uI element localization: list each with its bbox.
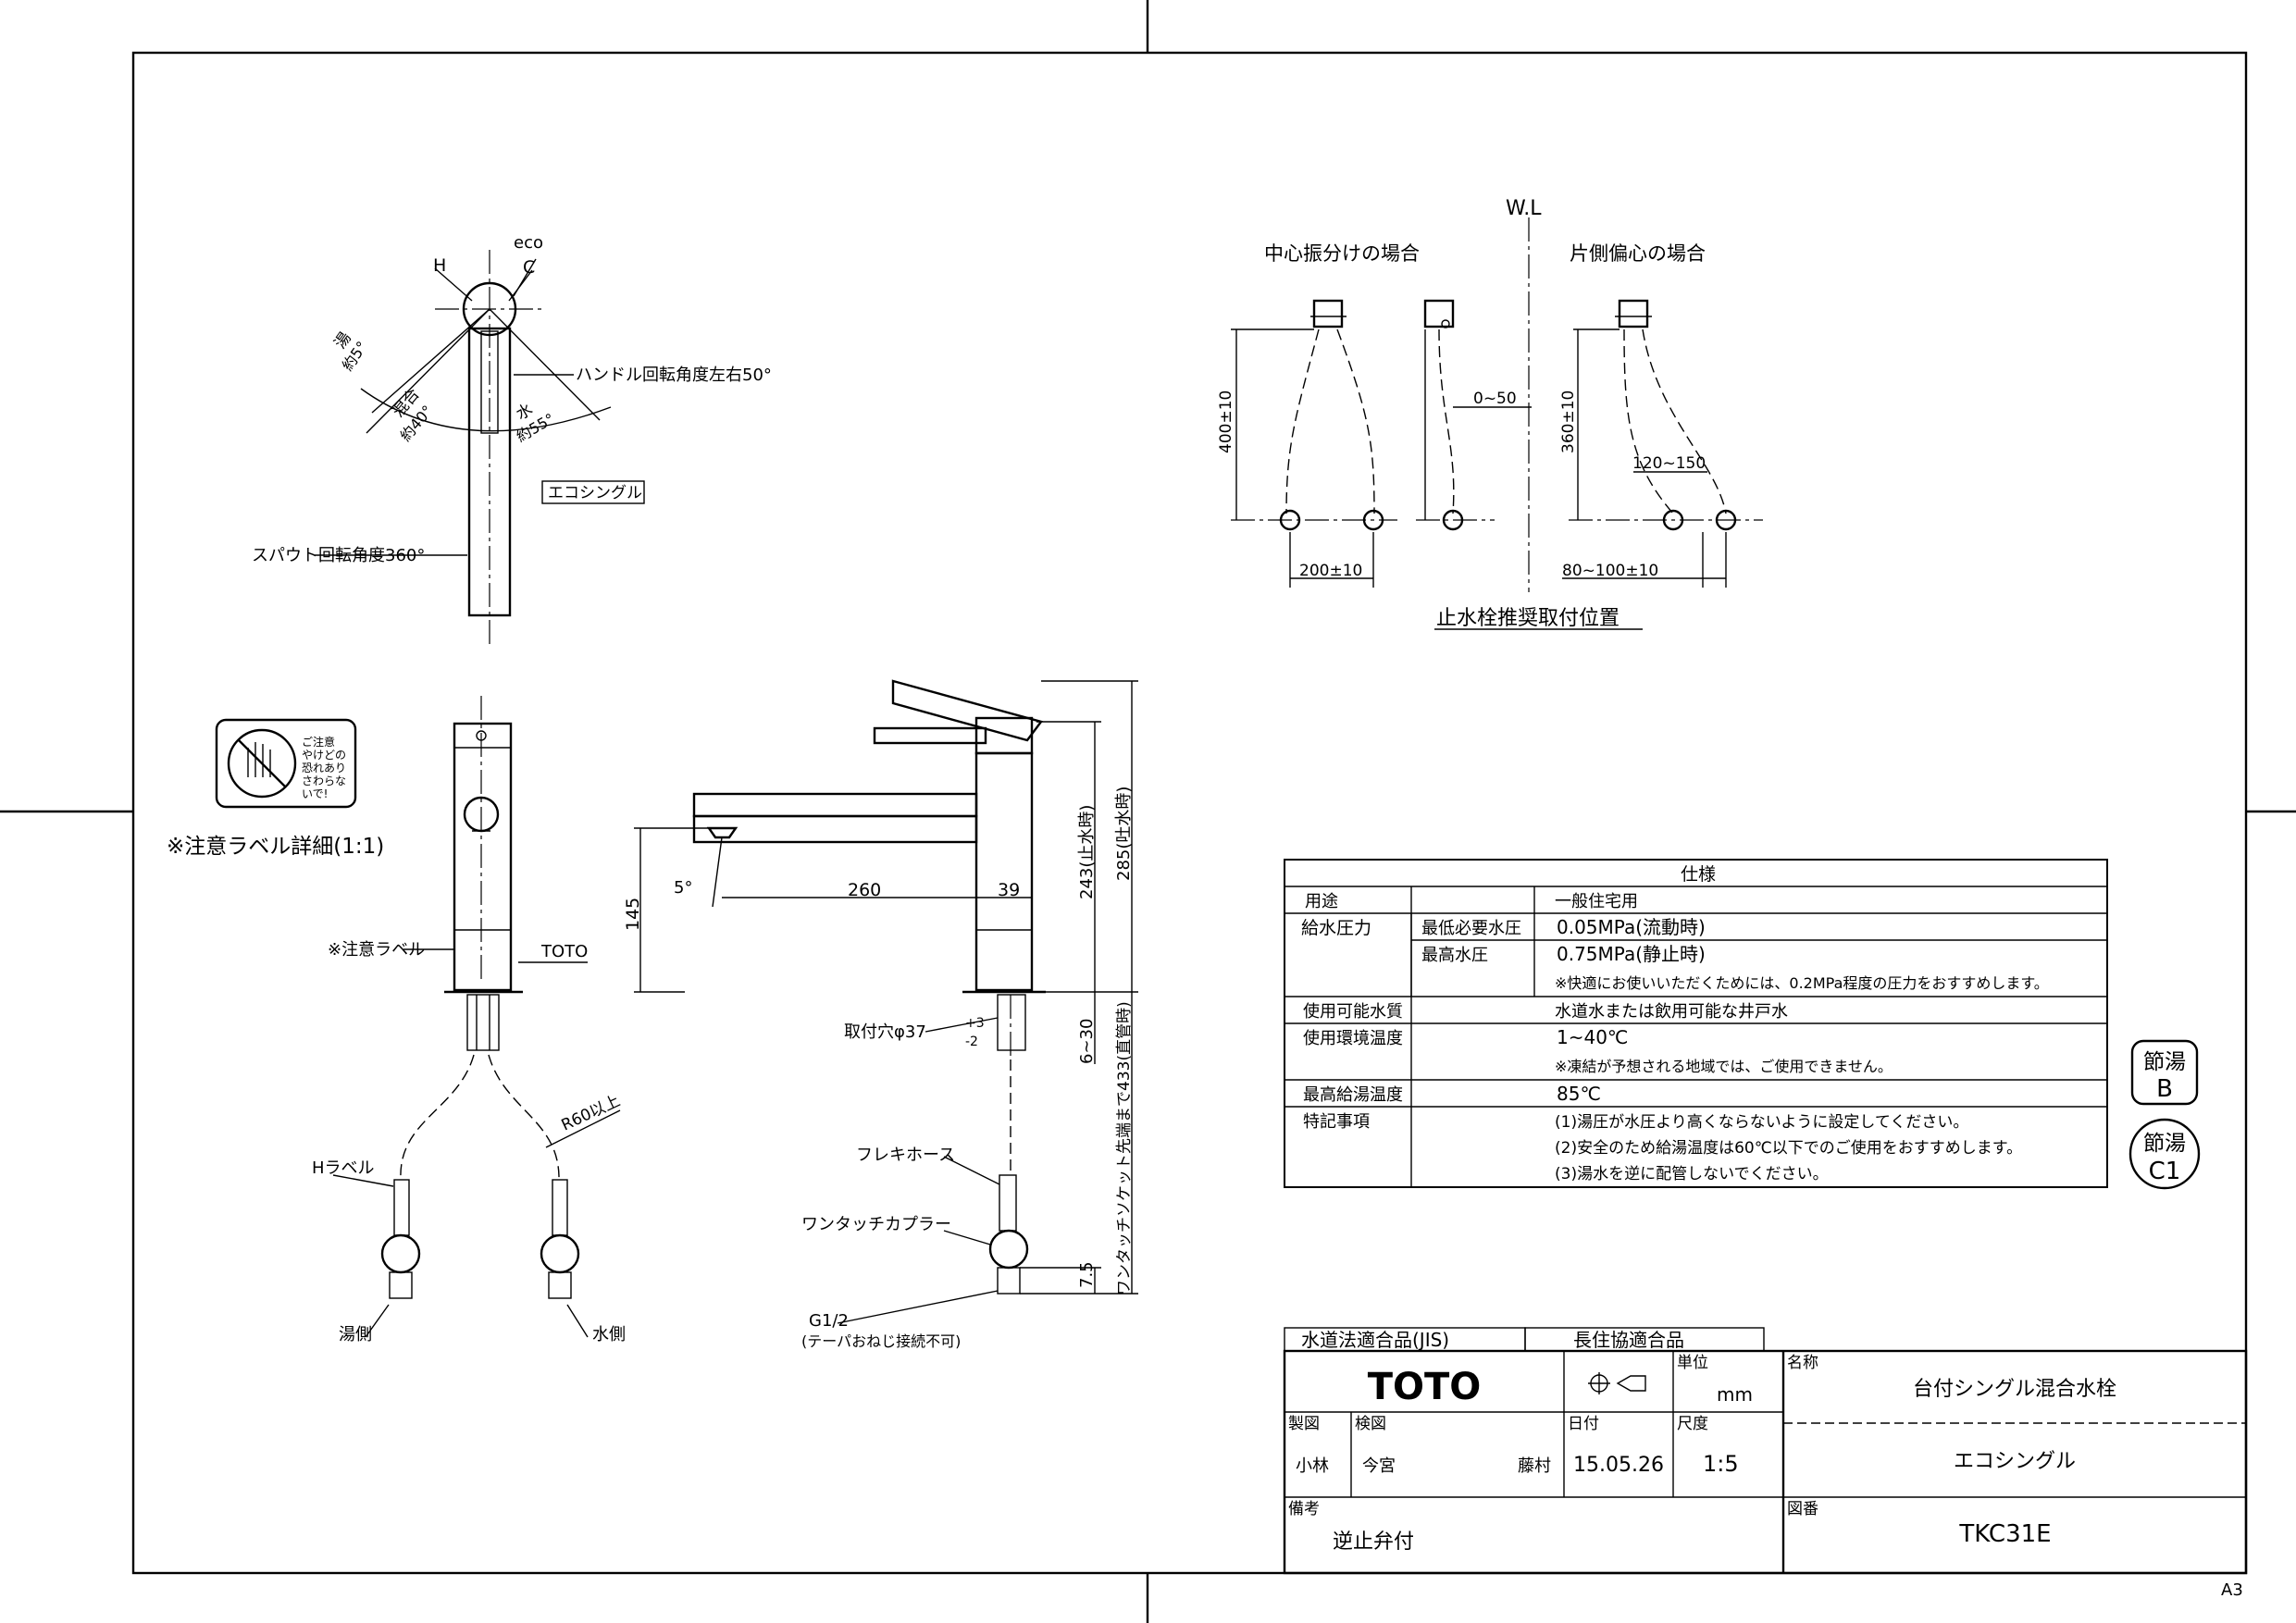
g12-note: (テーパおねじ接続不可) <box>801 1332 961 1350</box>
dim-7-5: 7.5 <box>1077 1261 1097 1288</box>
dim-360: 360±10 <box>1559 390 1578 453</box>
remarks-value: 逆止弁付 <box>1333 1530 1414 1554</box>
caution-sign-text: ご注意やけどの恐れありさわらないで! <box>302 735 346 800</box>
date-value: 15.05.26 <box>1573 1454 1664 1477</box>
spec-row-4-note: ※凍結が予想される地域では、ご使用できません。 <box>1555 1058 1893 1075</box>
toto-logo: TOTO <box>1368 1366 1482 1408</box>
hot-side-label: 湯側 <box>339 1325 372 1344</box>
mounting-hole-plus: +3 <box>965 1016 985 1031</box>
badge-c1-line1: 節湯 <box>2143 1132 2186 1156</box>
front-brand: TOTO <box>540 942 588 961</box>
title-block <box>1283 1327 2248 1575</box>
drawing-no-label: 図番 <box>1787 1500 1818 1518</box>
cold-mark: C <box>523 257 535 278</box>
spec-row-1-sub: 最低必要水圧 <box>1421 919 1521 938</box>
handle-rotation: ハンドル回転角度左右50° <box>576 365 772 385</box>
dim-433: ワンタッチソケット先端まで433(直管時) <box>1115 1001 1134 1295</box>
spec-note-2: (2)安全のため給湯温度は60℃以下でのご使用をおすすめします。 <box>1555 1138 2022 1158</box>
dim-0-50: 0~50 <box>1473 390 1517 408</box>
badge-b-line2: B <box>2156 1075 2173 1103</box>
spec-note-3: (3)湯水を逆に配管しないでください。 <box>1555 1165 1829 1183</box>
scale-label: 尺度 <box>1677 1415 1708 1433</box>
stop-valve-caption: 止水栓推奨取付位置 <box>1436 607 1620 630</box>
spec-row-2-sub: 最高水圧 <box>1421 946 1488 965</box>
name-value: 台付シングル混合水栓 <box>1913 1378 2116 1401</box>
unit-label: 単位 <box>1677 1354 1708 1372</box>
remarks-label: 備考 <box>1288 1500 1320 1518</box>
spec-row-1-label: 給水圧力 <box>1301 918 1371 938</box>
checked-label: 検図 <box>1355 1415 1386 1433</box>
g12-label: G1/2 <box>809 1311 849 1331</box>
drawn-names: 小林 <box>1296 1456 1329 1476</box>
spec-row-3-label: 使用可能水質 <box>1303 1002 1403 1022</box>
hot-mark: H <box>433 255 446 276</box>
caution-sign <box>215 718 357 809</box>
spec-table <box>1284 859 2108 1188</box>
dim-6-30: 6~30 <box>1077 1019 1097 1064</box>
unit-value: mm <box>1717 1383 1753 1406</box>
front-view <box>332 696 621 1338</box>
date-label: 日付 <box>1568 1415 1599 1433</box>
dim-120-150: 120~150 <box>1632 454 1706 473</box>
subname-value: エコシングル <box>1954 1450 2076 1473</box>
spec-row-0-value: 一般住宅用 <box>1555 892 1638 911</box>
side-view <box>634 679 1138 1324</box>
dim-285: 285(吐水時) <box>1114 787 1134 881</box>
spec-row-4-value: 1~40℃ <box>1557 1026 1628 1048</box>
spec-row-4-label: 使用環境温度 <box>1303 1029 1403 1048</box>
dim-39: 39 <box>998 880 1020 900</box>
jis-label: 水道法適合品(JIS) <box>1301 1329 1449 1351</box>
spout-rotation: スパウト回転角度360° <box>252 546 425 565</box>
setsuyu-c1-badge <box>2128 1118 2201 1190</box>
spec-row-5-label: 最高給湯温度 <box>1303 1085 1403 1105</box>
spec-row-3-value: 水道水または飲用可能な井戸水 <box>1555 1002 1788 1022</box>
dim-260: 260 <box>848 880 881 900</box>
spec-row-2-value: 0.75MPa(静止時) <box>1557 943 1706 965</box>
spec-row-5-value: 85℃ <box>1557 1083 1601 1105</box>
dim-145: 145 <box>623 898 643 931</box>
h-label: Hラベル <box>312 1158 375 1178</box>
choju-label: 長住協適合品 <box>1573 1329 1684 1351</box>
drawing-no-value: TKC31E <box>1958 1520 2051 1548</box>
spec-row-6-label: 特記事項 <box>1303 1112 1370 1132</box>
top-view <box>315 250 645 648</box>
stop-valve-diagram <box>1231 217 1763 630</box>
setsuyu-b-badge <box>2130 1039 2199 1106</box>
eco-mark: eco <box>514 233 543 253</box>
scale-value: 1:5 <box>1703 1451 1739 1477</box>
dim-243: 243(止水時) <box>1077 805 1097 899</box>
approved-names: 藤村 <box>1518 1456 1551 1476</box>
name-label: 名称 <box>1787 1354 1818 1372</box>
center-case-title: 中心振分けの場合 <box>1264 242 1420 265</box>
badge-c1-line2: C1 <box>2149 1158 2181 1185</box>
caution-label-caption: ※注意ラベル詳細(1:1) <box>167 835 384 859</box>
mounting-hole-minus: -2 <box>965 1035 978 1049</box>
spec-row-1-value: 0.05MPa(流動時) <box>1557 916 1706 938</box>
offset-case-title: 片側偏心の場合 <box>1570 242 1706 265</box>
drawn-label: 製図 <box>1288 1415 1320 1433</box>
spec-row-2-note: ※快適にお使いいただくためには、0.2MPa程度の圧力をおすすめします。 <box>1555 974 2049 992</box>
model-tag: エコシングル <box>548 484 642 502</box>
spec-row-0-label: 用途 <box>1305 892 1338 911</box>
spec-note-1: (1)湯圧が水圧より高くならないように設定してください。 <box>1555 1113 1968 1132</box>
mounting-hole: 取付穴φ37 <box>844 1022 926 1042</box>
spout-angle: 5° <box>674 878 692 898</box>
checked-names: 今宮 <box>1362 1456 1396 1476</box>
spec-title: 仕様 <box>1681 864 1716 885</box>
cold-side-label: 水側 <box>592 1325 626 1344</box>
dim-80-100: 80~100±10 <box>1562 562 1658 580</box>
coupler-label: ワンタッチカプラー <box>801 1215 951 1234</box>
badge-b-line1: 節湯 <box>2143 1050 2186 1074</box>
front-caution-label: ※注意ラベル <box>328 940 425 960</box>
dim-400: 400±10 <box>1217 390 1235 453</box>
flex-hose-label: フレキホース <box>856 1146 955 1165</box>
sheet-size: A3 <box>2221 1580 2243 1600</box>
dim-200: 200±10 <box>1299 562 1362 580</box>
water-level: W.L <box>1506 197 1542 220</box>
